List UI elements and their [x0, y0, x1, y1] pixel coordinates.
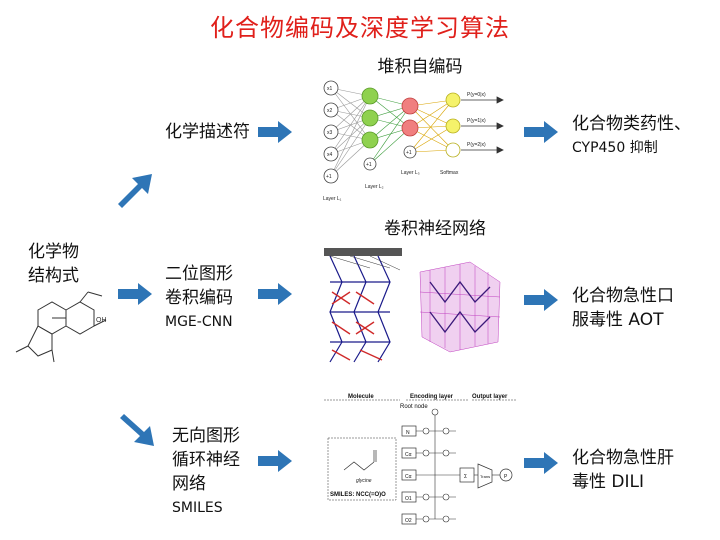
node-label: Cα [405, 474, 412, 480]
result-line1: 化合物类药性、 [572, 114, 691, 134]
recursive-nn-diagram: Molecule Encoding layer Output layer Roo… [324, 394, 516, 525]
arrow-right-icon [524, 289, 558, 311]
method-line2: 循环神经 [172, 450, 240, 470]
result-dili: 化合物急性肝 毒性 DILI [572, 446, 674, 494]
input-label: +1 [326, 174, 332, 180]
layer-l2-label: Layer L₂ [365, 184, 384, 190]
input-label: x2 [327, 108, 333, 114]
method-line3: MGE-CNN [165, 314, 233, 330]
softmax-label: Softmax [440, 170, 459, 176]
method-line2: 卷积编码 [165, 288, 233, 308]
root-node-label: Root node [400, 404, 428, 410]
node-label: Cα [405, 452, 412, 458]
oh-label: OH [96, 317, 107, 324]
result-line2: 服毒性 AOT [572, 310, 664, 330]
glycine-label: glycine [356, 478, 372, 484]
input-label: x3 [327, 130, 333, 136]
method-descriptor: 化学描述符 [165, 122, 250, 142]
node-label: O2 [405, 518, 412, 524]
arrow-right-icon [118, 283, 152, 305]
cnn-lattice-diagram [324, 248, 501, 363]
arrow-right-icon [258, 121, 292, 143]
result-line2: CYP450 抑制 [572, 140, 658, 156]
method-rnn: 无向图形 循环神经 网络 SMILES [172, 424, 240, 520]
arrow-up-right-icon [118, 174, 152, 208]
input-label: x4 [327, 152, 333, 158]
layer-l1-label: Layer L₁ [323, 196, 342, 202]
arrow-right-icon [258, 283, 292, 305]
node-label: O1 [405, 496, 412, 502]
encoding-header: Encoding layer [410, 394, 454, 400]
chemical-structure-drawing: OH [15, 291, 107, 363]
method-mge-cnn: 二位图形 卷积编码 MGE-CNN [165, 262, 233, 334]
result-line2: 毒性 DILI [572, 472, 644, 492]
arrow-right-icon [524, 121, 558, 143]
bias-label: +1 [406, 150, 412, 156]
output-label: P(y=1|x) [467, 118, 486, 124]
structure-label: 化学物 结构式 [28, 240, 79, 288]
model-title-sae: 堆积自编码 [377, 57, 463, 77]
result-line1: 化合物急性肝 [572, 448, 674, 468]
layer-l3-label: Layer L₃ [401, 170, 420, 176]
page-title: 化合物编码及深度学习算法 [210, 14, 510, 42]
structure-label-line1: 化学物 [28, 242, 79, 262]
method-line1: 二位图形 [165, 264, 233, 284]
method-line1: 无向图形 [172, 426, 240, 446]
arrow-down-right-icon [120, 414, 154, 446]
output-label: P(y=0|x) [467, 92, 486, 98]
trans-label: Trans [480, 474, 490, 479]
result-aot: 化合物急性口 服毒性 AOT [572, 284, 674, 332]
input-label: x1 [327, 86, 333, 92]
output-label: P(y=2|x) [467, 142, 486, 148]
output-node-label: P [504, 474, 508, 480]
molecule-header: Molecule [348, 394, 374, 400]
bias-label: +1 [366, 162, 372, 168]
result-druglikeness: 化合物类药性、 CYP450 抑制 [572, 112, 691, 160]
stacked-autoencoder-diagram: x1 x2 x3 x4 +1 +1 +1 P(y=0|x) P(y=1|x) P… [323, 80, 504, 202]
arrow-right-icon [524, 452, 558, 474]
smiles-label: SMILES: NCC(=O)O [330, 492, 386, 498]
structure-label-line2: 结构式 [28, 266, 79, 286]
arrow-right-icon [258, 450, 292, 472]
node-label: N [406, 430, 410, 436]
sum-label: Σ [464, 474, 467, 480]
method-line4: SMILES [172, 500, 223, 516]
result-line1: 化合物急性口 [572, 286, 674, 306]
method-line3: 网络 [172, 474, 206, 494]
model-title-cnn: 卷积神经网络 [384, 219, 486, 239]
output-header: Output layer [472, 394, 508, 400]
